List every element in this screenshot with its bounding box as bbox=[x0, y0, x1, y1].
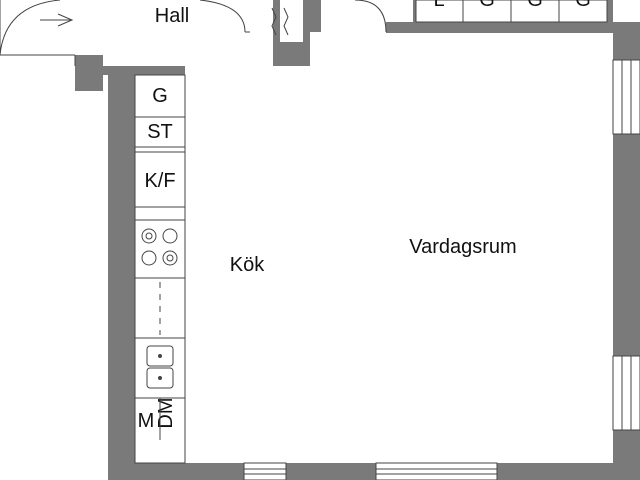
window bbox=[612, 59, 640, 135]
wall-segment bbox=[413, 0, 416, 24]
wall-segment bbox=[613, 134, 640, 356]
wall-segment bbox=[575, 463, 640, 480]
wall-segment bbox=[497, 463, 575, 480]
entrance-door bbox=[0, 0, 76, 66]
microwave-label: M bbox=[138, 410, 155, 432]
door-swing-arc bbox=[0, 0, 61, 56]
wardrobe-label: L bbox=[433, 0, 444, 11]
wardrobe-label: G bbox=[479, 0, 495, 11]
room-label-kitchen: Kök bbox=[230, 254, 265, 276]
window bbox=[243, 462, 287, 480]
wall-opening bbox=[280, 0, 303, 42]
wall-segment bbox=[108, 66, 135, 480]
window bbox=[375, 462, 498, 480]
storage-label: ST bbox=[147, 121, 173, 143]
wall-segment bbox=[108, 463, 244, 480]
room-label-living-room: Vardagsrum bbox=[409, 236, 516, 258]
door-swing-arc bbox=[354, 0, 387, 33]
hall-door bbox=[199, 0, 250, 33]
living-room-door bbox=[354, 0, 387, 33]
fridge-freezer-label: K/F bbox=[144, 170, 175, 192]
dishwasher-label: DM bbox=[155, 397, 177, 428]
door-swing-arc bbox=[199, 0, 246, 33]
window bbox=[612, 355, 640, 431]
wall-segment bbox=[613, 30, 640, 60]
wall-segment bbox=[607, 0, 613, 24]
freezer-label: G bbox=[152, 85, 168, 107]
windows bbox=[243, 59, 640, 480]
wall-segment bbox=[386, 22, 640, 33]
hall-wardrobes: L G G G bbox=[415, 0, 608, 23]
wardrobe-label: G bbox=[575, 0, 591, 11]
wall-segment bbox=[286, 463, 376, 480]
wall-segment bbox=[310, 0, 321, 32]
wardrobe-label: G bbox=[527, 0, 543, 11]
folding-door bbox=[271, 7, 289, 36]
stove-icon bbox=[141, 228, 178, 266]
room-label-hall: Hall bbox=[155, 5, 189, 27]
sink-icon bbox=[146, 345, 174, 389]
